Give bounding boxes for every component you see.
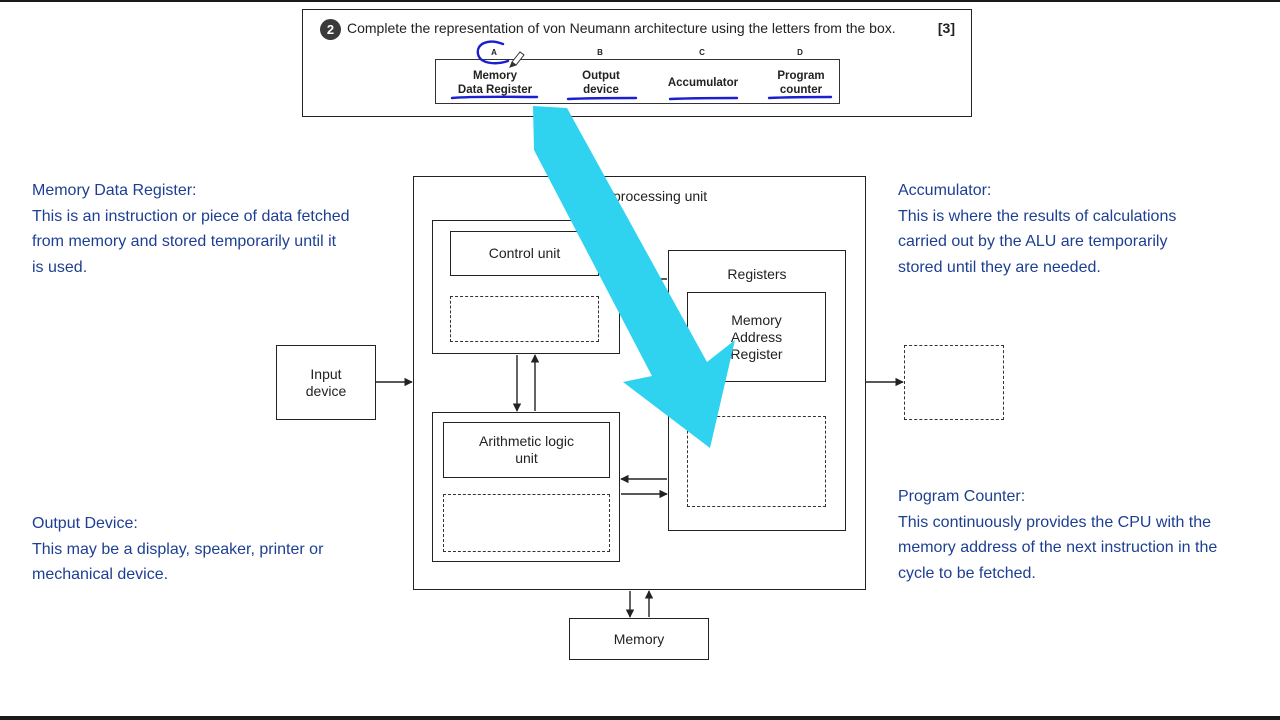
option-d-line1: Program bbox=[777, 69, 825, 82]
frame-top-edge bbox=[0, 0, 1280, 2]
note-accumulator-title: Accumulator: bbox=[898, 182, 992, 199]
note-pc-line: memory address of the next instruction i… bbox=[898, 539, 1218, 556]
note-mdr-line: from memory and stored temporarily until… bbox=[32, 233, 337, 250]
note-mdr-line: is used. bbox=[32, 258, 88, 276]
pointer-arrow bbox=[533, 106, 735, 448]
memory-box: Memory bbox=[569, 618, 709, 660]
alu-blank-box bbox=[443, 494, 610, 552]
note-pc-title: Program Counter: bbox=[898, 488, 1026, 505]
cpu-box bbox=[413, 176, 866, 590]
note-mdr-line: This is an instruction or piece of data … bbox=[32, 207, 350, 225]
question-text: Complete the representation of von Neuma… bbox=[347, 20, 896, 36]
note-pc-line: This continuously provides the CPU with … bbox=[898, 513, 1212, 531]
note-accumulator-line: stored until they are needed. bbox=[898, 258, 1101, 276]
frame-bottom-edge bbox=[0, 716, 1280, 720]
note-accumulator: Accumulator: This is where the results o… bbox=[898, 178, 1176, 280]
handwritten-letter-c bbox=[476, 40, 510, 65]
option-a-line1: Memory bbox=[472, 69, 518, 82]
option-a-line2: Data Register bbox=[457, 83, 533, 96]
option-d-line2: counter bbox=[779, 83, 823, 96]
memory-label: Memory bbox=[613, 630, 665, 647]
note-accumulator-line: This is where the results of calculation… bbox=[898, 207, 1177, 225]
letter-b: B bbox=[597, 48, 603, 57]
register-blank-box bbox=[687, 416, 826, 507]
input-label-line1: Input bbox=[310, 365, 342, 382]
handwritten-underline-d bbox=[767, 95, 833, 100]
option-accumulator: Accumulator bbox=[653, 60, 753, 105]
note-output-line: mechanical device. bbox=[32, 566, 169, 583]
mar-label-line2: Address bbox=[730, 328, 783, 345]
option-letters: A B C D bbox=[303, 48, 971, 60]
control-unit-label: Control unit bbox=[488, 245, 561, 261]
letter-d: D bbox=[797, 48, 803, 57]
handwritten-underline-c bbox=[668, 96, 739, 101]
input-label-line2: device bbox=[305, 382, 347, 399]
output-blank-box bbox=[904, 345, 1004, 420]
option-b-line1: Output bbox=[582, 69, 620, 82]
registers-label: Registers bbox=[727, 266, 787, 282]
handwritten-underline-a bbox=[450, 95, 539, 100]
note-output-device: Output Device: This may be a display, sp… bbox=[32, 511, 323, 588]
letter-c: C bbox=[699, 48, 705, 57]
mar-label-line1: Memory bbox=[731, 311, 782, 328]
alu-group bbox=[432, 412, 620, 562]
option-c-line1: Accumulator bbox=[667, 76, 739, 89]
option-b-line2: device bbox=[583, 83, 619, 96]
mar-label-line3: Register bbox=[730, 345, 783, 362]
question-number-badge: 2 bbox=[320, 19, 341, 40]
note-program-counter: Program Counter: This continuously provi… bbox=[898, 484, 1217, 586]
pen-cursor-icon bbox=[509, 51, 525, 68]
note-pc-line: cycle to be fetched. bbox=[898, 564, 1036, 582]
handwritten-underline-b bbox=[566, 96, 638, 101]
alu-label-line1: Arithmetic logic bbox=[479, 433, 574, 449]
question-panel: 2 Complete the representation of von Neu… bbox=[302, 9, 972, 117]
control-unit-blank-box bbox=[450, 296, 599, 342]
note-output-title: Output Device: bbox=[32, 515, 138, 532]
note-output-line: This may be a display, speaker, printer … bbox=[32, 540, 324, 558]
letter-a: A bbox=[491, 48, 497, 57]
note-mdr-title: Memory Data Register: bbox=[32, 182, 197, 199]
question-marks: [3] bbox=[937, 20, 955, 36]
alu-label-line2: unit bbox=[515, 450, 538, 466]
note-memory-data-register: Memory Data Register: This is an instruc… bbox=[32, 178, 350, 280]
note-accumulator-line: carried out by the ALU are temporarily bbox=[898, 233, 1168, 250]
